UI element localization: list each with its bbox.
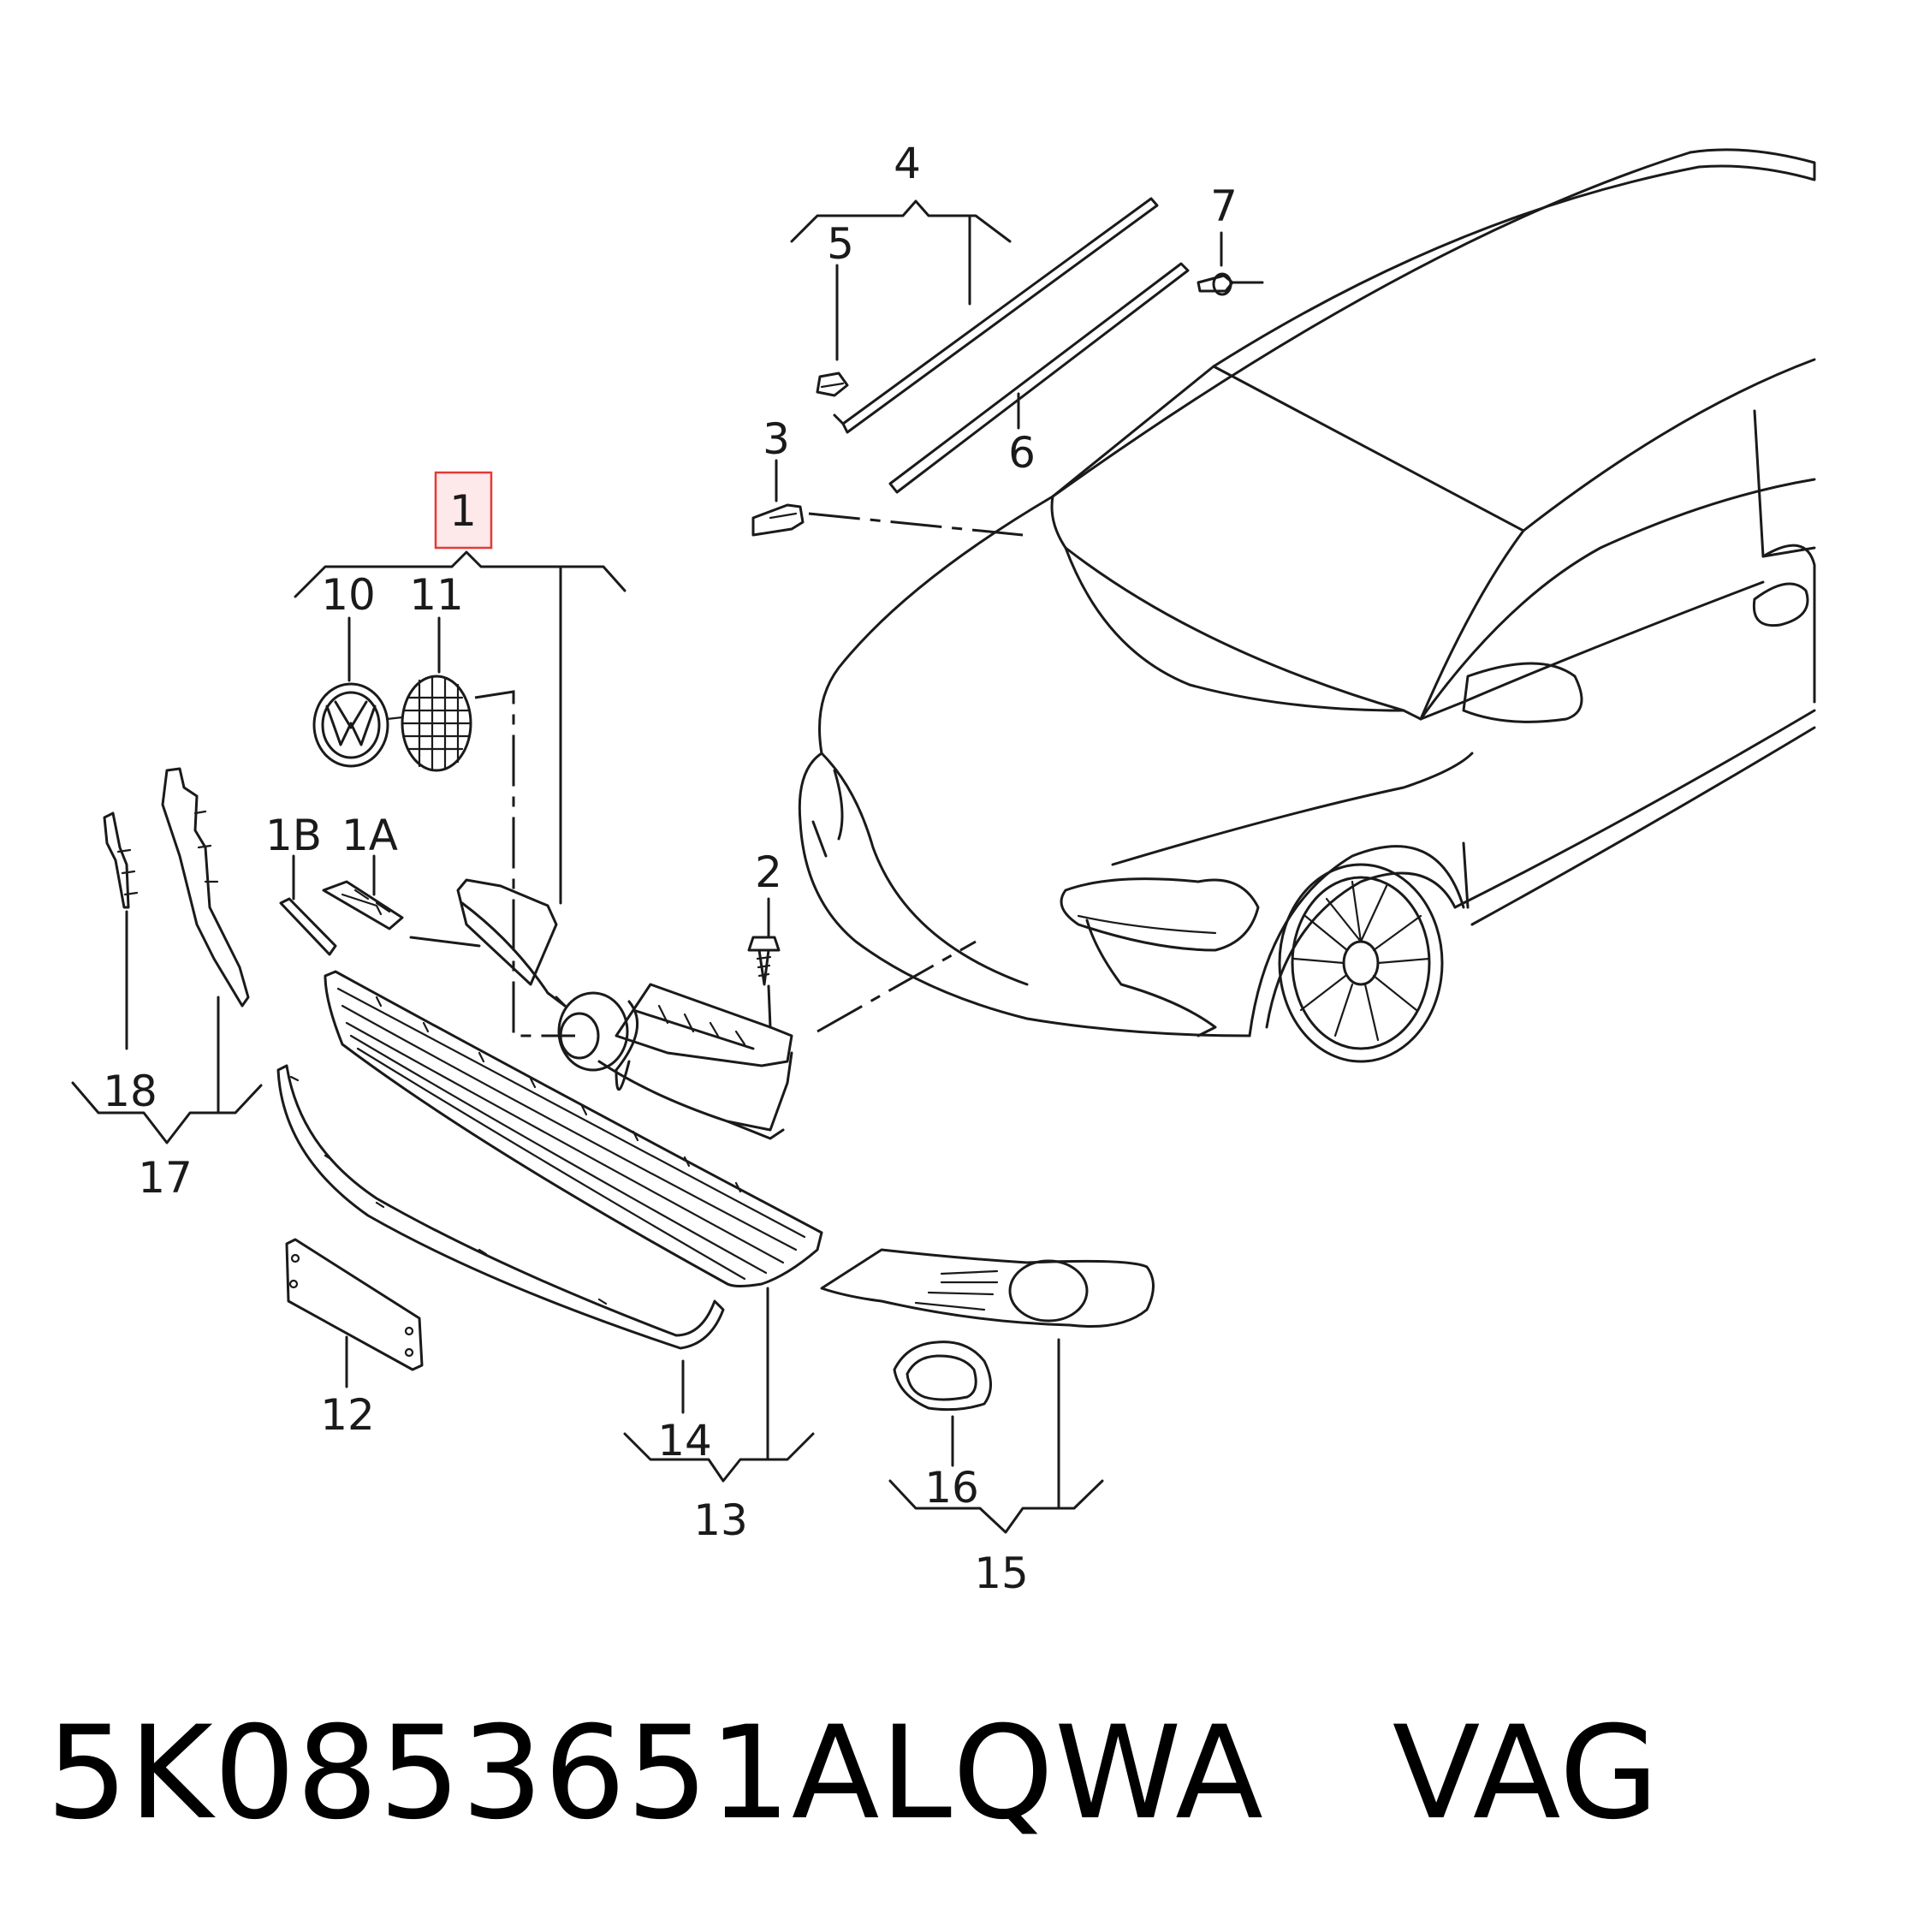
label-17[interactable]: 17: [138, 1153, 193, 1203]
label-16[interactable]: 16: [924, 1463, 979, 1513]
label-1a[interactable]: 1A: [341, 811, 398, 860]
label-10[interactable]: 10: [321, 570, 376, 620]
label-18[interactable]: 18: [103, 1067, 157, 1116]
label-4[interactable]: 4: [894, 139, 921, 188]
lower-grille: [276, 970, 823, 1350]
label-3[interactable]: 3: [763, 414, 790, 464]
grille-assembly: [279, 675, 793, 1140]
roof-trim-parts: [751, 197, 1264, 537]
label-15[interactable]: 15: [974, 1549, 1029, 1598]
mesh-lines: [401, 675, 472, 772]
label-11[interactable]: 11: [409, 570, 464, 620]
grille-clips: [375, 996, 742, 1193]
fog-light-cover: [820, 1248, 1155, 1412]
label-7[interactable]: 7: [1210, 181, 1238, 231]
label-14[interactable]: 14: [657, 1416, 712, 1465]
label-5[interactable]: 5: [827, 219, 854, 269]
highlight-box[interactable]: [434, 471, 493, 550]
callout-labels: 1 1A 1B 2 3 4 5 6 7 10 11 12 13 14 15 16…: [103, 139, 1238, 1598]
brand-name: VAG: [1392, 1699, 1660, 1848]
label-1[interactable]: 1: [449, 486, 477, 536]
plate-bracket: [285, 1238, 424, 1371]
label-12[interactable]: 12: [320, 1390, 375, 1440]
car-outline: [798, 148, 1816, 1063]
label-1b[interactable]: 1B: [265, 811, 322, 860]
leader-lines: [71, 199, 1223, 1534]
part-number: 5K0853651ALQWA: [46, 1699, 1264, 1848]
label-2[interactable]: 2: [755, 847, 782, 897]
part-number-caption: 5K0853651ALQWA VAG: [46, 1699, 1660, 1848]
label-13[interactable]: 13: [693, 1495, 748, 1545]
side-strips: [103, 767, 250, 1008]
wheel-spokes: [1292, 880, 1431, 1042]
label-6[interactable]: 6: [1008, 428, 1036, 478]
